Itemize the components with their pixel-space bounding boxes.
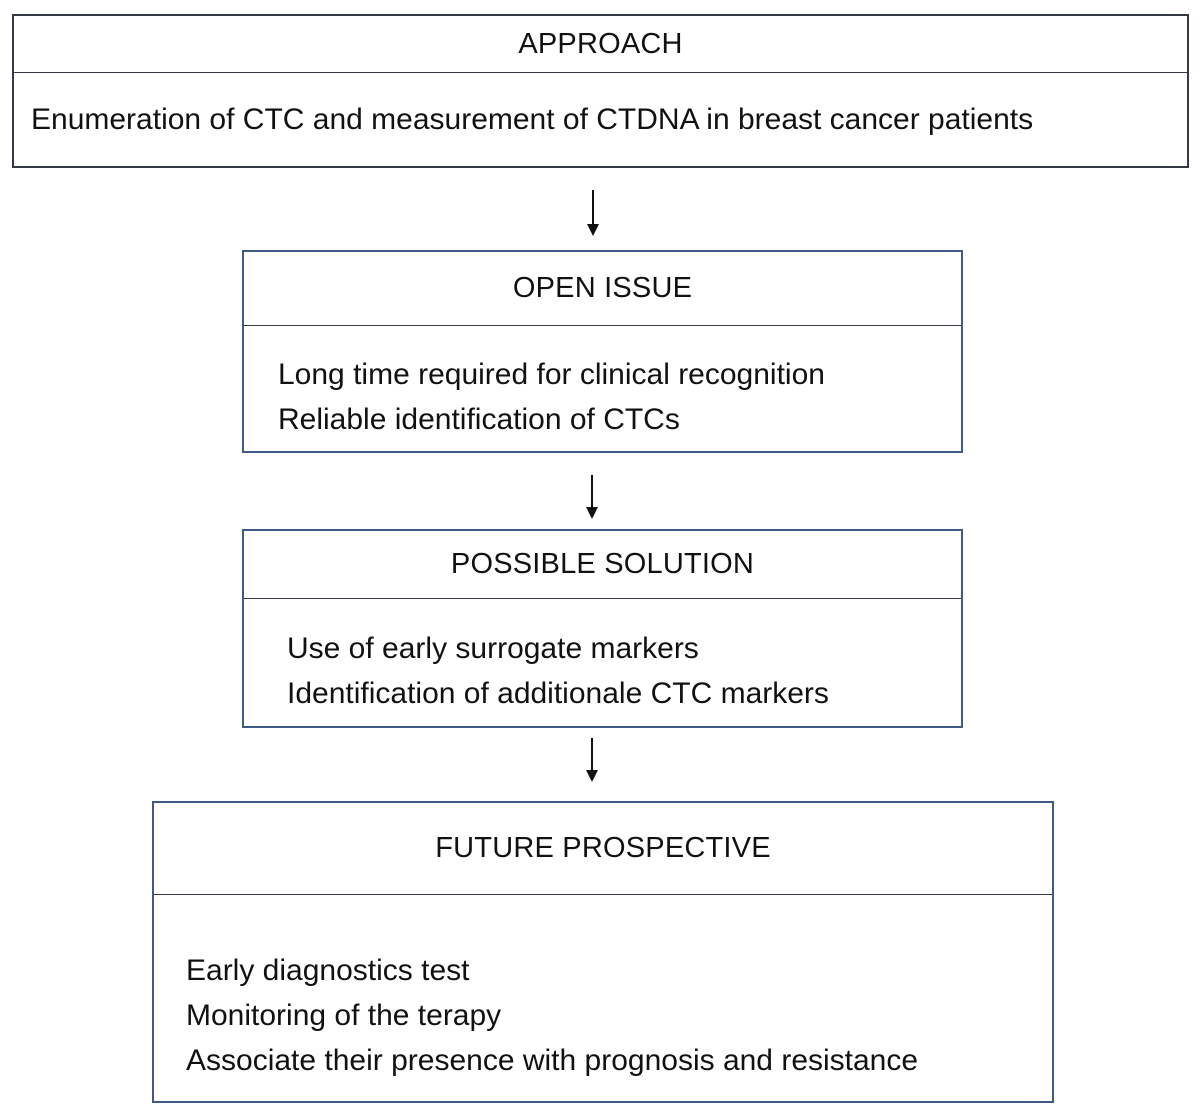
future-prospective-box: FUTURE PROSPECTIVE Early diagnostics tes… — [152, 801, 1054, 1103]
arrow-down-icon — [586, 738, 598, 782]
possible-solution-body: Use of early surrogate markers Identific… — [244, 599, 961, 726]
open-issue-title: OPEN ISSUE — [244, 252, 961, 326]
arrow-down-icon — [586, 475, 598, 519]
future-prospective-title: FUTURE PROSPECTIVE — [154, 803, 1052, 895]
future-prospective-line: Early diagnostics test — [186, 954, 470, 987]
approach-body: Enumeration of CTC and measurement of CT… — [14, 73, 1187, 166]
open-issue-body: Long time required for clinical recognit… — [244, 326, 961, 451]
possible-solution-title: POSSIBLE SOLUTION — [244, 531, 961, 599]
future-prospective-line: Associate their presence with prognosis … — [186, 1044, 919, 1077]
open-issue-box: OPEN ISSUE Long time required for clinic… — [242, 250, 963, 453]
possible-solution-line: Use of early surrogate markers — [287, 632, 699, 665]
open-issue-line: Long time required for clinical recognit… — [278, 358, 825, 391]
approach-line: Enumeration of CTC and measurement of CT… — [31, 103, 1034, 136]
approach-box: APPROACH Enumeration of CTC and measurem… — [12, 14, 1189, 168]
possible-solution-box: POSSIBLE SOLUTION Use of early surrogate… — [242, 529, 963, 728]
future-prospective-body: Early diagnostics test Monitoring of the… — [154, 895, 1052, 1101]
open-issue-line: Reliable identification of CTCs — [278, 403, 680, 436]
arrow-down-icon — [587, 190, 599, 236]
approach-title: APPROACH — [14, 16, 1187, 73]
future-prospective-line: Monitoring of the terapy — [186, 999, 502, 1032]
possible-solution-line: Identification of additionale CTC marker… — [287, 677, 829, 710]
